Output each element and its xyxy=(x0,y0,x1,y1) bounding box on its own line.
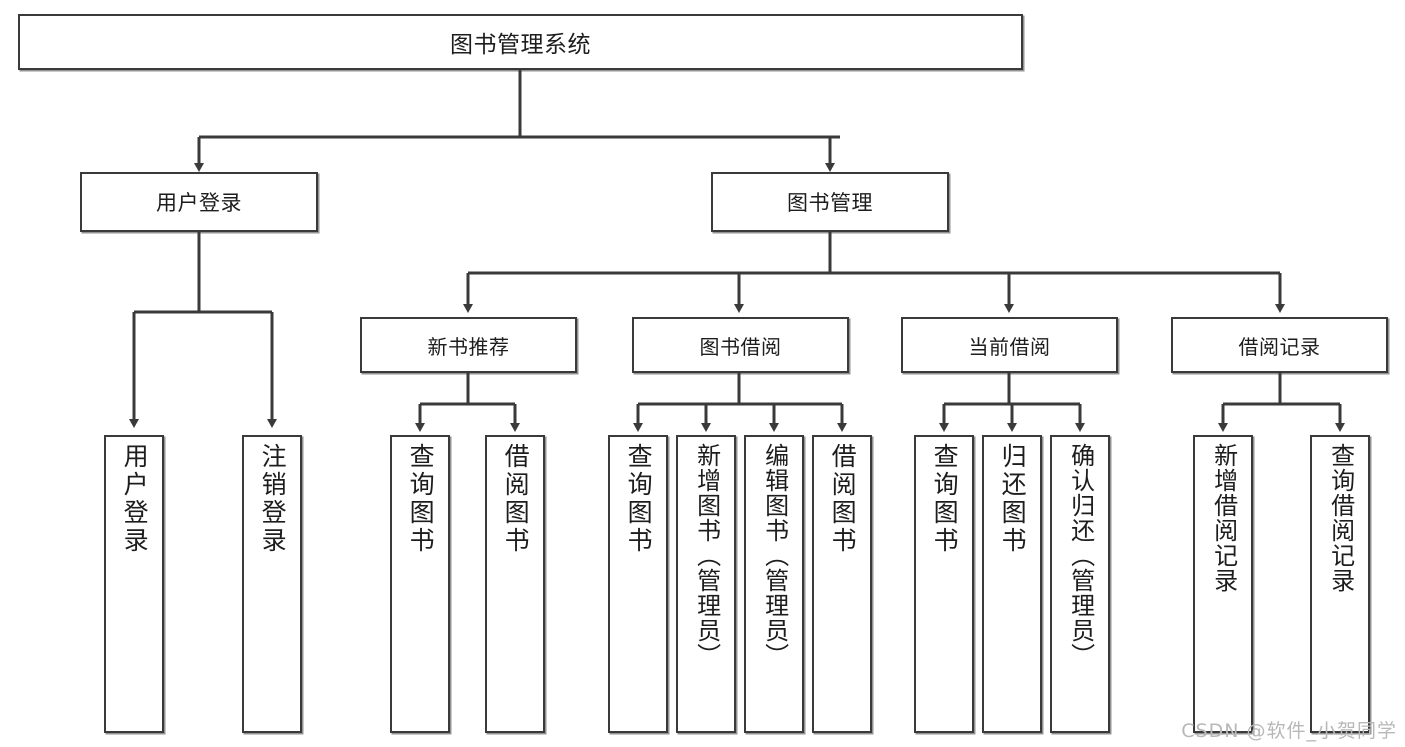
node-new-book-recommend-label: 新书推荐 xyxy=(427,334,510,359)
node-current-borrow-label: 当前借阅 xyxy=(968,334,1051,359)
leaf-new-book-query-label: 查询图书 xyxy=(406,443,436,555)
node-current-borrow[interactable]: 当前借阅 xyxy=(901,317,1118,373)
node-root-system[interactable]: 图书管理系统 xyxy=(18,14,1023,70)
leaf-new-book-borrow-label: 借阅图书 xyxy=(501,443,531,555)
node-user-login-label: 用户登录 xyxy=(156,191,242,215)
leaf-new-book-query[interactable]: 查询图书 xyxy=(390,435,450,733)
node-book-borrow[interactable]: 图书借阅 xyxy=(632,317,849,373)
leaf-current-borrow-return-label: 归还图书 xyxy=(998,443,1028,555)
leaf-current-borrow-confirm-return-label: 确认归还（管理员） xyxy=(1066,443,1095,668)
leaf-borrow-record-query[interactable]: 查询借阅记录 xyxy=(1310,435,1370,733)
leaf-user-login-login-label: 用户登录 xyxy=(120,443,150,555)
leaf-book-borrow-borrow-label: 借阅图书 xyxy=(828,443,858,555)
leaf-current-borrow-confirm-return[interactable]: 确认归还（管理员） xyxy=(1050,435,1110,733)
leaf-book-borrow-edit-label: 编辑图书（管理员） xyxy=(760,443,789,668)
leaf-new-book-borrow[interactable]: 借阅图书 xyxy=(485,435,545,733)
leaf-current-borrow-return[interactable]: 归还图书 xyxy=(982,435,1042,733)
leaf-borrow-record-query-label: 查询借阅记录 xyxy=(1326,443,1355,593)
node-borrow-record[interactable]: 借阅记录 xyxy=(1171,317,1388,373)
node-book-management[interactable]: 图书管理 xyxy=(711,172,949,232)
leaf-book-borrow-query-label: 查询图书 xyxy=(624,443,654,555)
leaf-user-login-logout[interactable]: 注销登录 xyxy=(242,435,302,733)
leaf-book-borrow-add[interactable]: 新增图书（管理员） xyxy=(676,435,736,733)
leaf-book-borrow-borrow[interactable]: 借阅图书 xyxy=(812,435,872,733)
csdn-watermark: CSDN @软件_小贺同学 xyxy=(1181,720,1397,742)
node-root-system-label: 图书管理系统 xyxy=(450,32,591,58)
leaf-borrow-record-add-label: 新增借阅记录 xyxy=(1209,443,1238,593)
leaf-user-login-logout-label: 注销登录 xyxy=(258,443,288,555)
leaf-user-login-login[interactable]: 用户登录 xyxy=(104,435,164,733)
leaf-book-borrow-add-label: 新增图书（管理员） xyxy=(692,443,721,668)
node-new-book-recommend[interactable]: 新书推荐 xyxy=(360,317,577,373)
leaf-borrow-record-add[interactable]: 新增借阅记录 xyxy=(1193,435,1253,733)
leaf-current-borrow-query-label: 查询图书 xyxy=(930,443,960,555)
node-book-borrow-label: 图书借阅 xyxy=(699,334,782,359)
node-borrow-record-label: 借阅记录 xyxy=(1238,334,1321,359)
node-book-management-label: 图书管理 xyxy=(787,191,873,215)
leaf-book-borrow-query[interactable]: 查询图书 xyxy=(608,435,668,733)
node-user-login[interactable]: 用户登录 xyxy=(80,172,318,232)
leaf-current-borrow-query[interactable]: 查询图书 xyxy=(914,435,974,733)
leaf-book-borrow-edit[interactable]: 编辑图书（管理员） xyxy=(744,435,804,733)
